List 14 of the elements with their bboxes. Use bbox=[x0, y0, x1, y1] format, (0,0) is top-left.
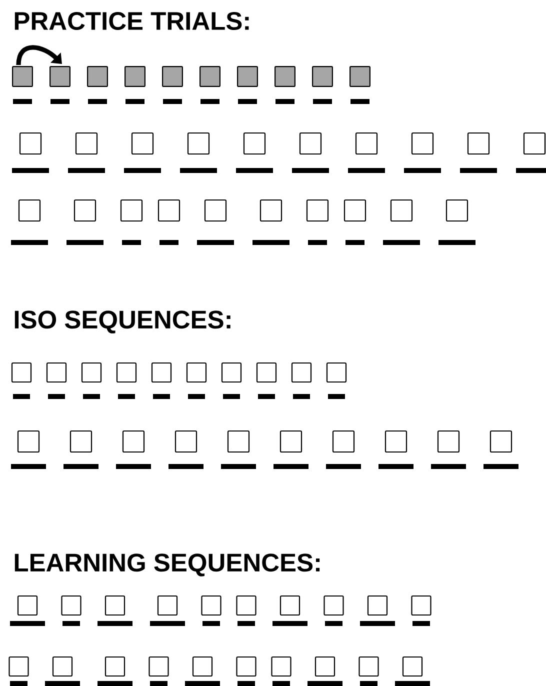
section-heading: PRACTICE TRIALS: bbox=[14, 12, 249, 30]
shaded-square bbox=[237, 66, 258, 87]
shaded-square bbox=[124, 66, 146, 87]
shaded-square bbox=[162, 66, 183, 87]
shaded-square bbox=[312, 66, 333, 87]
shaded-square bbox=[87, 66, 108, 87]
shaded-square bbox=[12, 66, 33, 87]
shaded-square bbox=[274, 66, 296, 87]
shaded-square bbox=[200, 66, 220, 87]
section-heading: ISO SEQUENCES: bbox=[14, 310, 230, 334]
shaded-square bbox=[350, 66, 370, 87]
shaded-square bbox=[50, 66, 70, 87]
section-heading: LEARNING SEQUENCES: bbox=[14, 554, 320, 576]
curved-arrow bbox=[16, 45, 62, 66]
